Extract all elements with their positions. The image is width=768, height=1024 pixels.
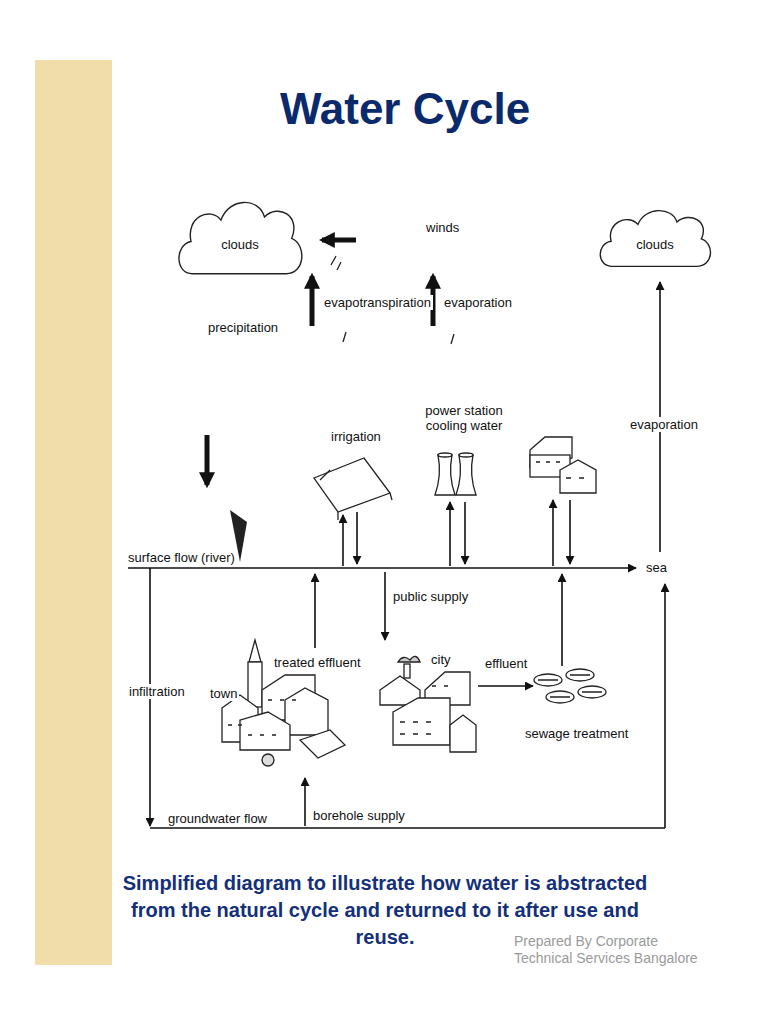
- place-label: sewage treatment: [523, 726, 630, 741]
- flow-label: infiltration: [127, 684, 187, 699]
- industry-abstract-arrow: [552, 500, 554, 566]
- process-label: evaporation: [628, 417, 700, 432]
- cooling-towers: [435, 453, 476, 495]
- city-building: [450, 715, 476, 752]
- flow-label: groundwater flow: [166, 811, 269, 826]
- chimney: [404, 664, 410, 678]
- flow-label: treated effluent: [272, 655, 363, 670]
- industry-buildings: [530, 437, 596, 493]
- tank-bridges: [538, 675, 602, 697]
- process-label: precipitation: [206, 320, 280, 335]
- process-label: evapotranspiration: [322, 295, 433, 310]
- cloud-shape: [179, 202, 302, 273]
- irrigation-return-arrow: [356, 512, 358, 564]
- church-tower: [248, 662, 262, 707]
- side-stripe: [35, 60, 112, 965]
- cooling-return-arrow: [464, 502, 466, 564]
- cloud-shape: [600, 211, 710, 267]
- streak: [451, 334, 454, 344]
- process-label: evaporation: [442, 295, 514, 310]
- flow-label: borehole supply: [311, 808, 407, 823]
- cooling-abstract-arrow: [449, 502, 451, 566]
- effluent-arrow: [478, 685, 533, 687]
- cloud-label: clouds: [221, 237, 259, 252]
- borehole-arrow: [304, 778, 306, 826]
- tower-top: [438, 453, 452, 457]
- place-label: city: [429, 652, 453, 667]
- use-label: irrigation: [329, 429, 383, 444]
- windows: [400, 686, 448, 734]
- public-supply-arrow: [384, 572, 386, 640]
- cloud-label: clouds: [636, 237, 674, 252]
- groundwater-to-sea-arrow: [664, 584, 666, 828]
- treated-effluent-arrow: [314, 574, 316, 648]
- cloud: clouds: [594, 204, 716, 276]
- bold-arrows: [207, 240, 433, 485]
- town-house: [285, 688, 328, 735]
- cooling-tower: [435, 455, 455, 495]
- flow-label: public supply: [391, 589, 470, 604]
- place-label: town: [208, 686, 239, 701]
- cooling-tower: [456, 455, 476, 495]
- sewage-return-arrow: [561, 574, 563, 666]
- watermark: Prepared By Corporate Technical Services…: [512, 933, 706, 967]
- irrigation-abstract-arrow: [342, 515, 344, 566]
- town-house: [240, 712, 290, 750]
- industry-return-arrow: [569, 500, 571, 564]
- use-label: power station cooling water: [418, 403, 510, 433]
- irrigation-field: [314, 458, 390, 512]
- irrigation-sprinkler: [314, 458, 392, 520]
- sea-label: sea: [644, 560, 669, 575]
- flow-label: effluent: [483, 656, 529, 671]
- church-spire: [249, 640, 261, 662]
- factory-block: [560, 460, 596, 493]
- flow-label: surface flow (river): [126, 550, 237, 565]
- sprinkler-legs: [320, 470, 392, 520]
- streak: [343, 332, 346, 342]
- city-illustration: [380, 656, 476, 752]
- slide-title: Water Cycle: [160, 84, 650, 134]
- sewage-treatment-tanks: [534, 669, 606, 703]
- wind-label: winds: [424, 220, 461, 235]
- tree: [262, 754, 274, 766]
- smoke: [398, 656, 420, 662]
- windows: [228, 700, 296, 735]
- surface-flow-line: [128, 567, 636, 569]
- cloud: clouds: [172, 194, 308, 286]
- precipitation-arrow: [205, 435, 210, 485]
- tower-top: [459, 453, 473, 457]
- groundwater-line: [150, 827, 665, 829]
- town-pool: [300, 730, 345, 758]
- evapotranspiration-arrow: [310, 276, 315, 326]
- streak: [331, 256, 341, 270]
- windows: [536, 462, 584, 478]
- wind-arrow: [322, 238, 356, 243]
